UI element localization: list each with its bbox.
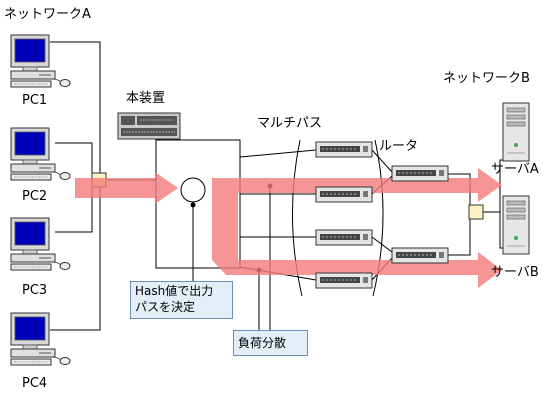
device-label: 本装置 [126, 91, 166, 106]
pc1-computer-icon [10, 34, 71, 88]
hash-path-note: Hash値で出力 パスを決定 [130, 281, 233, 319]
pc1-label: PC1 [22, 93, 48, 108]
hash-path-note-line2: パスを決定 [135, 300, 196, 314]
router-2 [315, 186, 373, 203]
pc2-label: PC2 [22, 189, 48, 204]
server-a-label: サーバA [491, 162, 539, 177]
network-b-label: ネットワークB [443, 71, 530, 86]
hash-selector [180, 177, 206, 203]
load-balance-note: 負荷分散 [233, 330, 308, 356]
pc3-label: PC3 [22, 283, 48, 298]
router-label: ルータ [379, 139, 419, 154]
multipath-bracket [291, 139, 384, 297]
router-1 [315, 141, 373, 158]
pc3-computer-icon [10, 217, 71, 271]
load-balance-note-text: 負荷分散 [238, 336, 287, 350]
router-3 [315, 229, 373, 246]
hash-path-note-line1: Hash値で出力 [135, 284, 214, 298]
server-a-icon [502, 102, 530, 162]
router-5 [391, 165, 449, 182]
pc2-computer-icon [10, 127, 71, 181]
multipath-label: マルチパス [257, 116, 323, 131]
network-a-label: ネットワークA [4, 7, 91, 22]
server-b-icon [502, 195, 530, 255]
pc4-label: PC4 [22, 376, 48, 391]
traffic-flow-arrows [75, 168, 502, 288]
server-b-label: サーバB [491, 265, 539, 280]
router-6 [391, 247, 449, 264]
pc4-computer-icon [10, 312, 71, 366]
device-hardware-icon [117, 112, 181, 140]
network-b-hub [468, 204, 484, 220]
router-4 [315, 272, 373, 289]
